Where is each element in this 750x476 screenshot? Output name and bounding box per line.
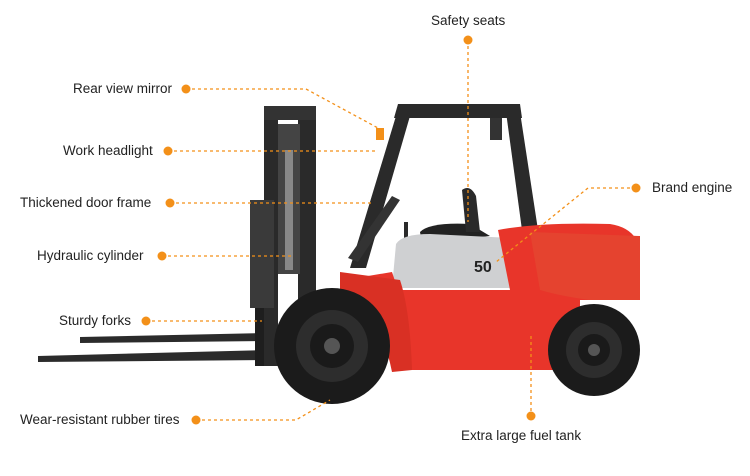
label-wear-resistant-rubber-tires: Wear-resistant rubber tires [20,412,180,427]
capacity-mark: 50 [474,259,492,276]
label-thickened-door-frame: Thickened door frame [20,195,152,210]
front-wheel [274,288,390,404]
dot-work-headlight [163,146,173,156]
forks [38,208,271,366]
label-extra-large-fuel-tank: Extra large fuel tank [461,428,582,443]
label-safety-seats: Safety seats [431,13,506,28]
dot-wear-resistant-tires [191,415,201,425]
label-rear-view-mirror: Rear view mirror [73,81,173,96]
hood: 50 [392,234,512,288]
dot-hydraulic-cylinder [157,251,167,261]
dot-safety-seats [463,35,473,45]
dot-thickened-door-frame [165,198,175,208]
dot-fuel-tank [526,411,536,421]
rear-wheel [548,304,640,396]
dot-rear-view-mirror [181,84,191,94]
leader-brand-engine [495,187,636,263]
leader-lines [146,40,636,421]
leader-dots [141,35,641,425]
leader-rear-view-mirror [186,88,379,129]
overhead-guard [350,104,538,268]
label-work-headlight: Work headlight [63,143,153,158]
dot-brand-engine [631,183,641,193]
label-hydraulic-cylinder: Hydraulic cylinder [37,248,144,263]
label-brand-engine: Brand engine [652,180,733,195]
leader-wear-resistant-tires [196,399,331,421]
dot-sturdy-forks [141,316,151,326]
label-sturdy-forks: Sturdy forks [59,313,132,328]
